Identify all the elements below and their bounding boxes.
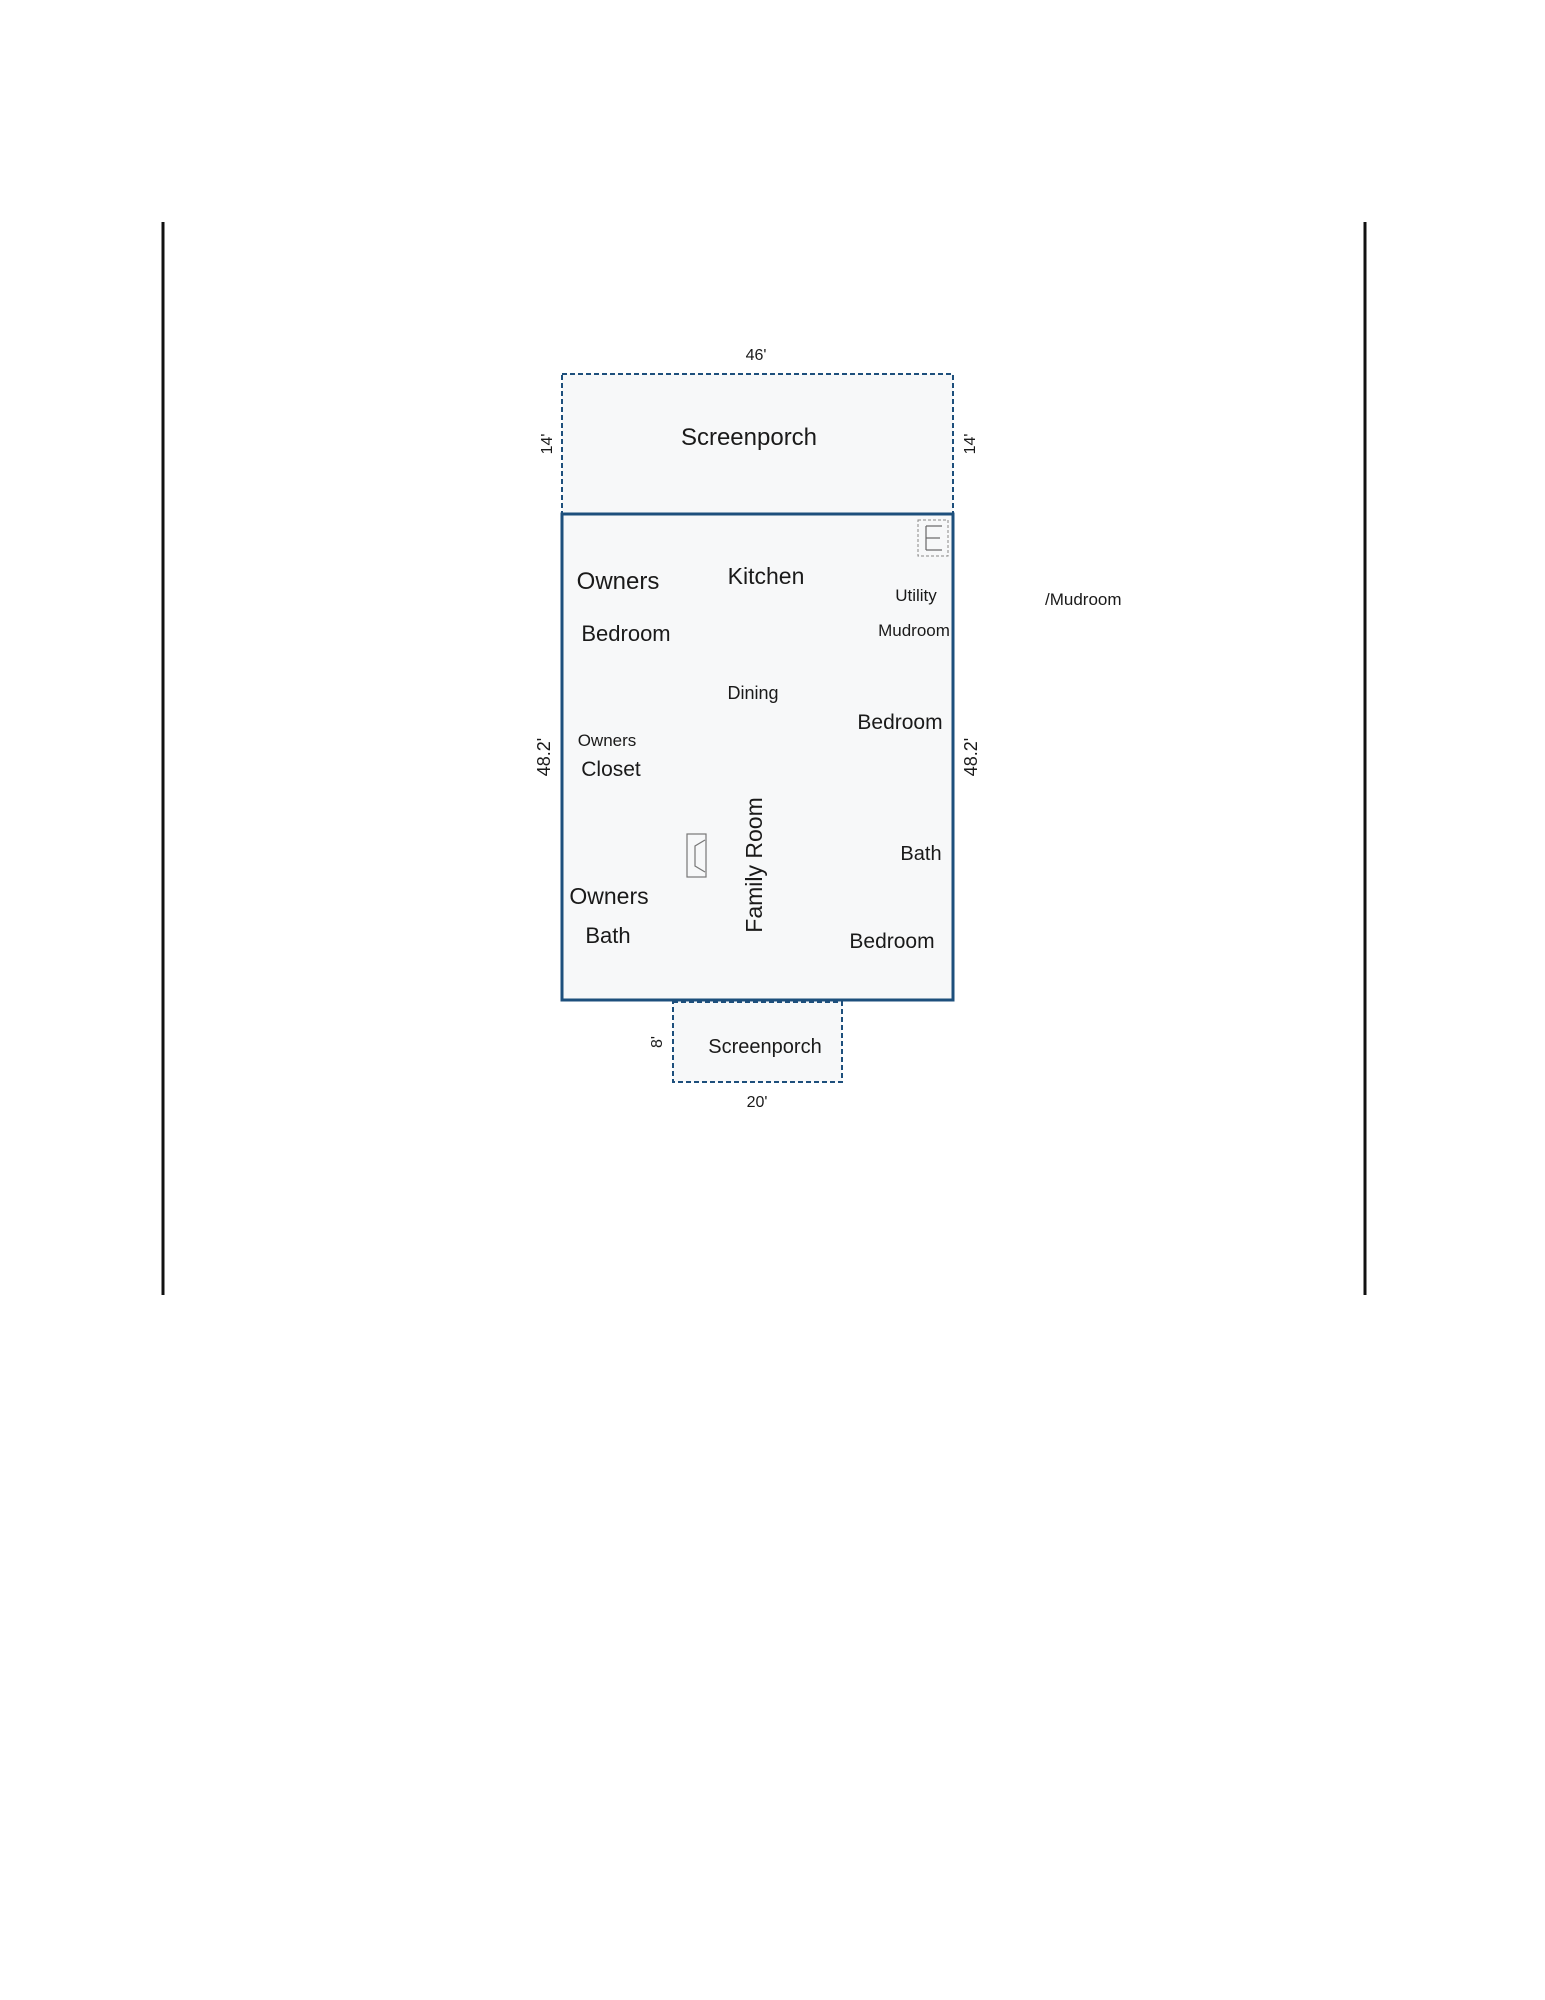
room-label-owners-closet-line1: Owners bbox=[578, 731, 637, 750]
room-label-owners-bedroom-line2: Bedroom bbox=[581, 621, 670, 646]
dimension-main-left: 48.2' bbox=[534, 738, 554, 776]
dimension-porch-right: 14' bbox=[962, 434, 979, 455]
rear-screenporch-area bbox=[672, 1001, 843, 1083]
outside-note-mudroom: /Mudroom bbox=[1045, 590, 1122, 609]
room-label-owners-bath-line2: Bath bbox=[585, 923, 630, 948]
dimension-rear-porch-depth: 8' bbox=[649, 1036, 666, 1048]
room-label-front-screenporch: Screenporch bbox=[681, 424, 817, 451]
room-label-dining: Dining bbox=[727, 683, 778, 703]
room-label-bedroom-bottom: Bedroom bbox=[849, 930, 934, 953]
room-label-rear-screenporch: Screenporch bbox=[708, 1036, 821, 1058]
stairs-icon bbox=[917, 519, 949, 557]
room-label-mudroom: Mudroom bbox=[878, 621, 950, 640]
room-label-owners-closet-line2: Closet bbox=[581, 758, 641, 781]
fireplace-icon bbox=[686, 833, 707, 878]
dimension-main-right: 48.2' bbox=[961, 738, 981, 776]
dimension-rear-porch-width: 20' bbox=[747, 1094, 768, 1111]
room-label-kitchen: Kitchen bbox=[728, 563, 805, 589]
front-screenporch-area bbox=[561, 373, 954, 515]
dimension-porch-left: 14' bbox=[539, 434, 556, 455]
room-label-utility: Utility bbox=[895, 586, 937, 605]
room-label-owners-bath-line1: Owners bbox=[569, 883, 648, 909]
room-label-family-room: Family Room bbox=[741, 797, 767, 932]
room-label-owners-bedroom-line1: Owners bbox=[577, 568, 660, 595]
dimension-top-width: 46' bbox=[746, 347, 767, 364]
room-label-bath: Bath bbox=[900, 843, 941, 865]
room-label-bedroom-right: Bedroom bbox=[857, 711, 942, 734]
